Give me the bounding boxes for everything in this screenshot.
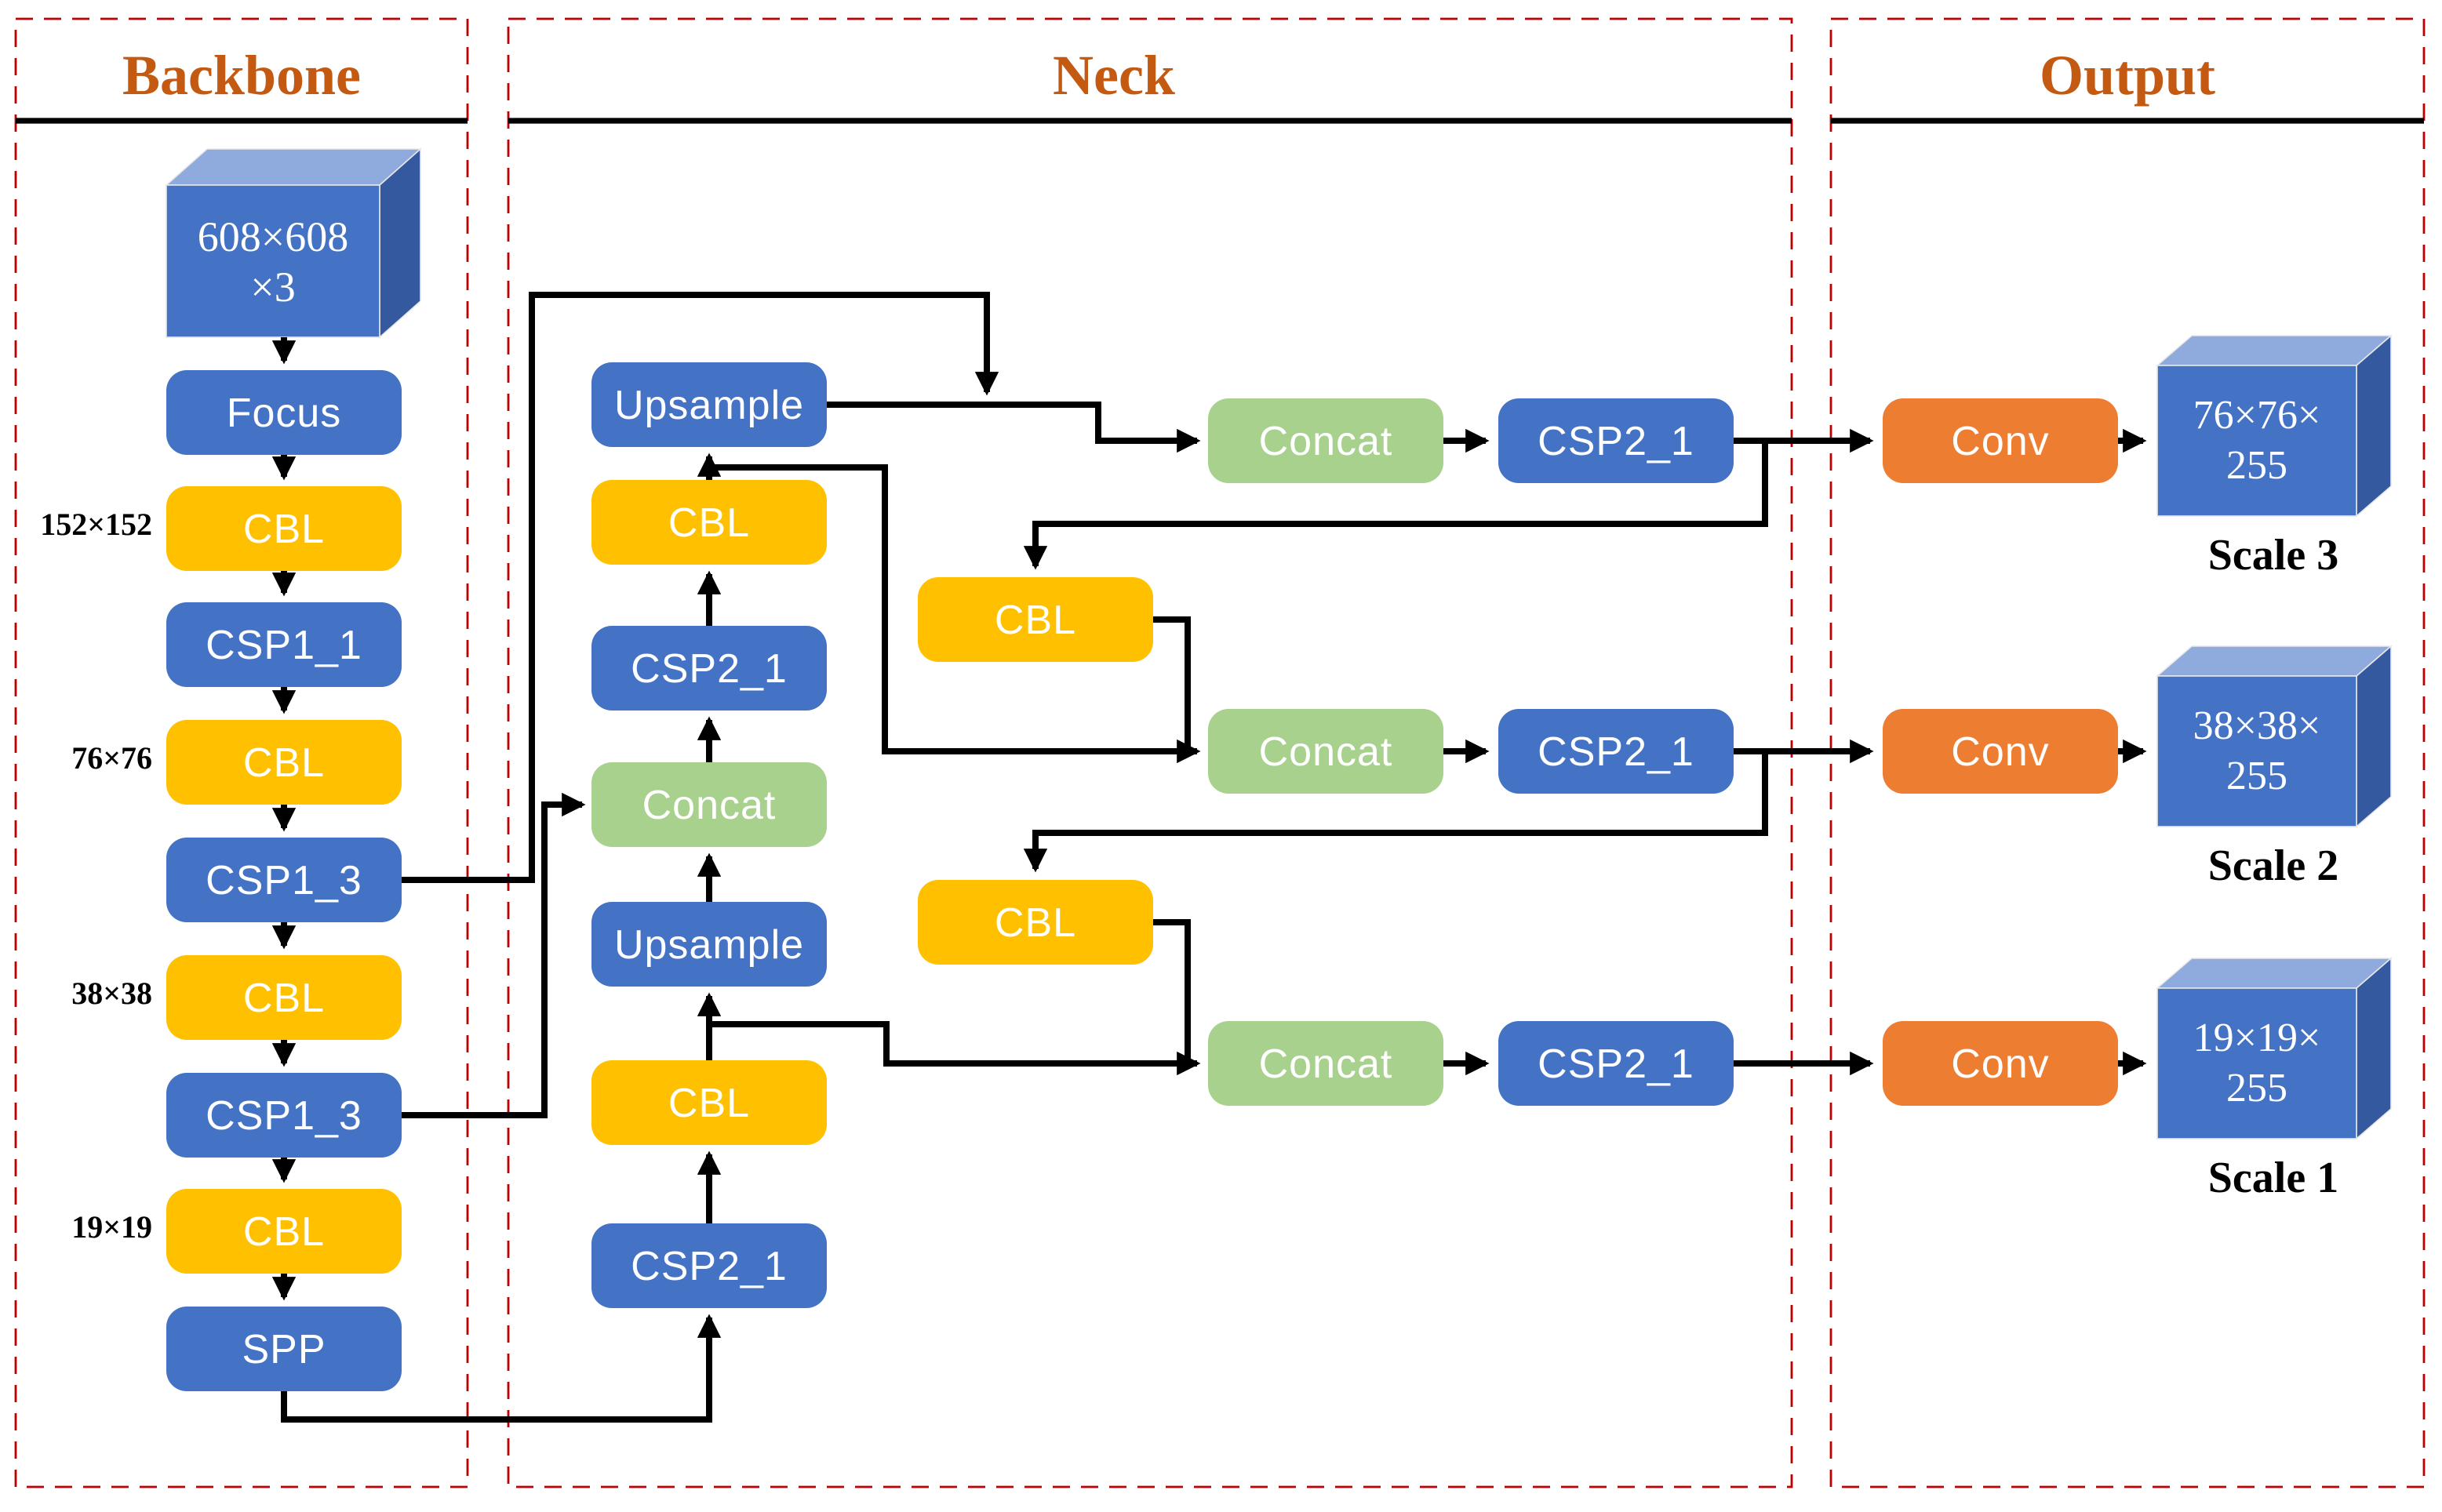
panel-backbone-border bbox=[14, 17, 469, 1488]
backbone-node-csp1-3b: CSP1_3 bbox=[166, 1073, 402, 1158]
output-cube-label-scale2: 38×38× 255 bbox=[2157, 676, 2356, 827]
backbone-node-cbl-38: CBL bbox=[166, 955, 402, 1040]
input-cube-line1: 608×608 bbox=[197, 213, 349, 260]
input-cube-label: 608×608 ×3 bbox=[166, 185, 380, 337]
neck-title: Neck bbox=[1053, 44, 1175, 107]
backbone-node-csp1-3a: CSP1_3 bbox=[166, 838, 402, 922]
neck-upsample-top: Upsample bbox=[591, 362, 827, 447]
output-cube-scale2 bbox=[2155, 645, 2393, 828]
neck-csp2-bottom: CSP2_1 bbox=[591, 1223, 827, 1308]
cube1-line1: 19×19× bbox=[2193, 1015, 2321, 1060]
neck-concat-left: Concat bbox=[591, 762, 827, 847]
output-title: Output bbox=[2039, 44, 2216, 107]
size-label-152: 152×152 bbox=[40, 508, 152, 543]
csp13b-to-concat bbox=[402, 792, 586, 1118]
csp2row1-branch bbox=[1023, 441, 1768, 570]
backbone-node-csp1-1: CSP1_1 bbox=[166, 602, 402, 687]
neck-cbl-low: CBL bbox=[591, 1060, 827, 1145]
spp-to-csp2 bbox=[281, 1314, 722, 1423]
backbone-node-focus: Focus bbox=[166, 370, 402, 455]
cbl3-jog bbox=[1153, 919, 1191, 1067]
neck-csp2-mid: CSP2_1 bbox=[591, 626, 827, 711]
size-label-19: 19×19 bbox=[71, 1211, 152, 1245]
cube1-line2: 255 bbox=[2226, 1065, 2287, 1110]
backbone-node-spp: SPP bbox=[166, 1307, 402, 1391]
backbone-node-cbl-76: CBL bbox=[166, 720, 402, 805]
output-cube-label-scale3: 76×76× 255 bbox=[2157, 365, 2356, 516]
neck-concat-row2: Concat bbox=[1208, 709, 1443, 794]
size-label-38: 38×38 bbox=[71, 977, 152, 1012]
input-cube-line2: ×3 bbox=[250, 263, 296, 310]
scale3-label: Scale 3 bbox=[2207, 532, 2339, 580]
neck-concat-row3: Concat bbox=[1208, 1021, 1443, 1106]
neck-cbl-top: CBL bbox=[591, 480, 827, 565]
output-conv-row1: Conv bbox=[1883, 398, 2118, 483]
scale2-label: Scale 2 bbox=[2207, 842, 2339, 891]
neck-upsample-low: Upsample bbox=[591, 902, 827, 987]
neck-csp2-row1: CSP2_1 bbox=[1498, 398, 1734, 483]
neck-csp2-row2: CSP2_1 bbox=[1498, 709, 1734, 794]
input-cube bbox=[164, 147, 423, 339]
backbone-title: Backbone bbox=[122, 44, 362, 107]
neck-concat-row1: Concat bbox=[1208, 398, 1443, 483]
neck-cbl-down-row2: CBL bbox=[918, 577, 1153, 662]
output-conv-row3: Conv bbox=[1883, 1021, 2118, 1106]
neck-cbl-down-row3: CBL bbox=[918, 880, 1153, 965]
routed-connectors bbox=[281, 292, 2147, 1423]
neck-csp2-row3: CSP2_1 bbox=[1498, 1021, 1734, 1106]
scale1-label: Scale 1 bbox=[2207, 1154, 2339, 1203]
csp2row2-branch bbox=[1023, 751, 1768, 873]
neckcbl-branch-row3 bbox=[709, 1021, 1201, 1076]
cube3-line2: 255 bbox=[2226, 442, 2287, 488]
upsample-to-concat1 bbox=[827, 402, 1201, 453]
size-label-76: 76×76 bbox=[71, 742, 152, 776]
output-cube-scale1 bbox=[2155, 957, 2393, 1140]
backbone-node-cbl-19: CBL bbox=[166, 1189, 402, 1274]
output-conv-row2: Conv bbox=[1883, 709, 2118, 794]
cbl2-jog bbox=[1153, 616, 1191, 754]
output-cube-scale3 bbox=[2155, 334, 2393, 518]
cube2-line1: 38×38× bbox=[2193, 703, 2321, 748]
cube2-line2: 255 bbox=[2226, 753, 2287, 798]
csp13a-top-route bbox=[402, 292, 999, 883]
cube3-line1: 76×76× bbox=[2193, 392, 2321, 438]
neckcbl-branch-row2 bbox=[709, 464, 1201, 764]
backbone-node-cbl-152: CBL bbox=[166, 486, 402, 571]
output-cube-label-scale1: 19×19× 255 bbox=[2157, 988, 2356, 1139]
